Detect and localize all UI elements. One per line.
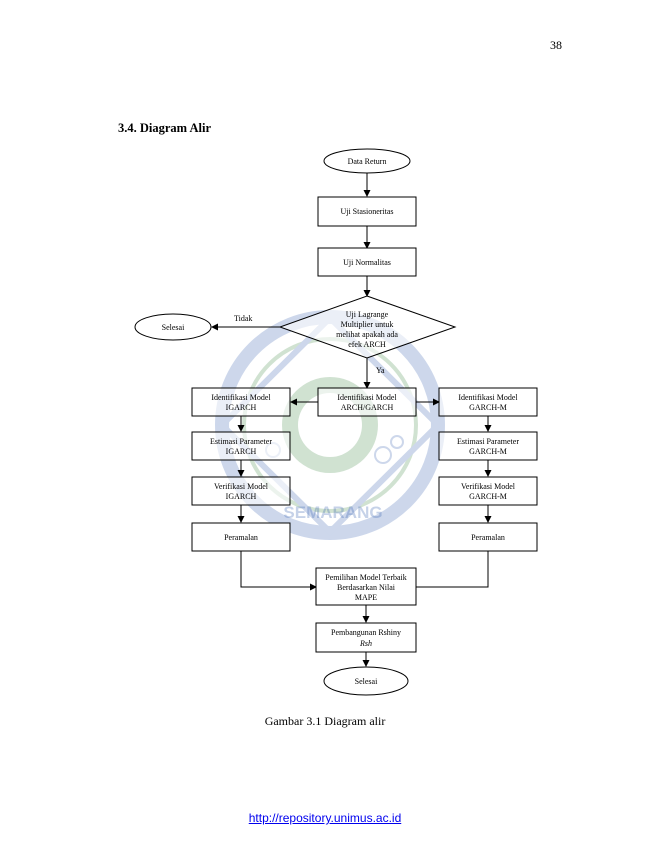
verify-left-line-1: Verifikasi Model: [214, 482, 269, 491]
section-heading: 3.4. Diagram Alir: [118, 121, 212, 135]
forecast-right-label: Peramalan: [471, 533, 505, 542]
estimate-garch-m-box: [438, 431, 538, 461]
flowchart: SEMARANG Tidak Ya Data Return Uji Stasio…: [134, 148, 538, 696]
identify-left-line-1: Identifikasi Model: [211, 393, 271, 402]
lagrange-label-line-4: efek ARCH: [348, 340, 386, 349]
identify-arch-garch-box: [317, 387, 417, 417]
forecast-right-box: [438, 522, 538, 552]
identify-right-line-2: GARCH-M: [469, 403, 507, 412]
verify-igarch-box: [191, 476, 291, 506]
edge-label-no: Tidak: [234, 314, 252, 323]
edge-label-yes: Ya: [376, 366, 385, 375]
identify-garch-m-box: [438, 387, 538, 417]
lagrange-label-line-1: Uji Lagrange: [346, 310, 389, 319]
lagrange-decision-diamond: [278, 295, 457, 359]
normality-label: Uji Normalitas: [343, 258, 391, 267]
select-best-model-box: [315, 567, 417, 606]
verify-right-line-2: GARCH-M: [469, 492, 507, 501]
forecast-left-box: [191, 522, 291, 552]
end-left-terminal: [134, 313, 212, 341]
repository-link[interactable]: http://repository.unimus.ac.id: [248, 811, 402, 825]
estimate-left-line-2: IGARCH: [226, 447, 257, 456]
identify-left-line-2: IGARCH: [226, 403, 257, 412]
select-best-line-2: Berdasarkan Nilai: [337, 583, 396, 592]
stationarity-test-box: [317, 196, 417, 227]
build-rshiny-line-2: Rsh: [359, 639, 372, 648]
watermark-text-semarang: SEMARANG: [283, 503, 382, 522]
stationarity-label: Uji Stasioneritas: [340, 207, 393, 216]
normality-test-box: [317, 247, 417, 277]
estimate-right-line-2: GARCH-M: [469, 447, 507, 456]
forecast-left-label: Peramalan: [224, 533, 258, 542]
estimate-igarch-box: [191, 431, 291, 461]
select-best-line-1: Pemilihan Model Terbaik: [325, 573, 407, 582]
identify-igarch-box: [191, 387, 291, 417]
verify-garch-m-box: [438, 476, 538, 506]
end-terminal: [323, 666, 409, 696]
lagrange-label-line-2: Multiplier untuk: [341, 320, 394, 329]
identify-right-line-1: Identifikasi Model: [458, 393, 518, 402]
figure-caption: Gambar 3.1 Diagram alir: [264, 714, 386, 728]
start-label: Data Return: [348, 157, 387, 166]
build-rshiny-box: [315, 622, 417, 653]
identify-mid-line-2: ARCH/GARCH: [341, 403, 394, 412]
page-number: 38: [550, 38, 562, 52]
verify-left-line-2: IGARCH: [226, 492, 257, 501]
verify-right-line-1: Verifikasi Model: [461, 482, 516, 491]
build-rshiny-line-1: Pembangunan Rshiny: [331, 628, 401, 637]
start-terminal: [323, 148, 411, 174]
lagrange-label-line-3: melihat apakah ada: [336, 330, 398, 339]
end-label: Selesai: [355, 677, 378, 686]
estimate-left-line-1: Estimasi Parameter: [210, 437, 272, 446]
select-best-line-3: MAPE: [355, 593, 377, 602]
estimate-right-line-1: Estimasi Parameter: [457, 437, 519, 446]
identify-mid-line-1: Identifikasi Model: [337, 393, 397, 402]
end-left-label: Selesai: [162, 323, 185, 332]
